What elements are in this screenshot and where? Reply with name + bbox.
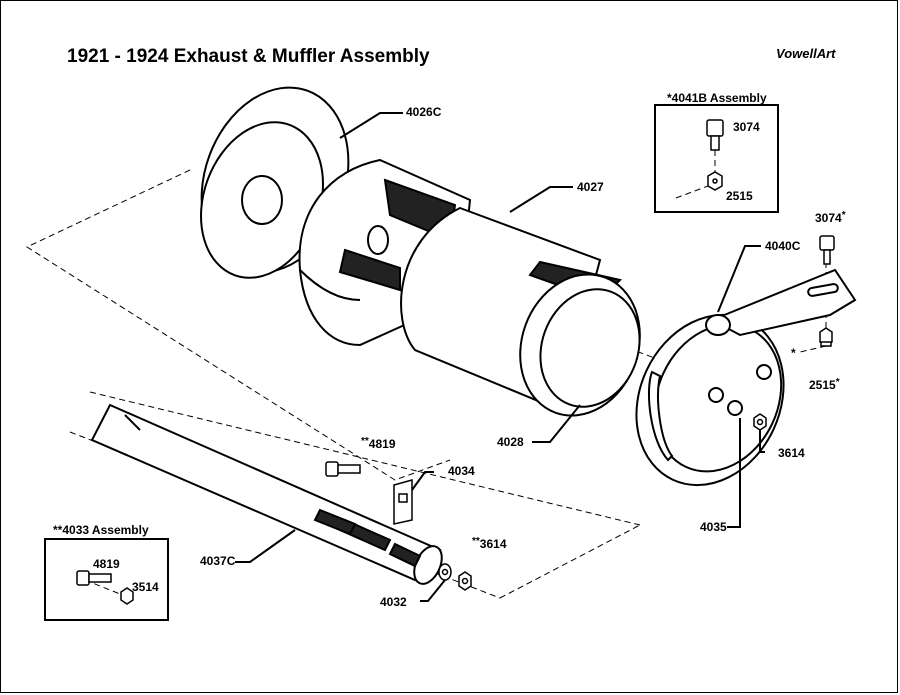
assembly-4033-nut <box>120 587 134 605</box>
part-label-4035: 4035 <box>700 520 727 534</box>
part-label-4027: 4027 <box>577 180 604 194</box>
clamp-4034 <box>393 479 413 525</box>
assembly-4041b-nut <box>707 171 723 191</box>
part-label-4037c: 4037C <box>200 554 236 568</box>
bracket-nut-2515 <box>819 327 833 347</box>
assembly-4033-bolt <box>76 570 112 586</box>
part-label-3074: 3074* <box>815 210 846 225</box>
back-plate-4040c <box>635 268 857 487</box>
assembly-4041b-bolt <box>706 119 724 151</box>
part-label-3614-tailpipe: **3614 <box>472 536 507 551</box>
part-label-3614: 3614 <box>778 446 805 460</box>
nut-3614 <box>753 413 767 431</box>
nut-3614-tailpipe <box>458 571 472 591</box>
part-mark-3074: * <box>841 210 846 221</box>
assembly-4041b-nut-label: 2515 <box>726 189 753 203</box>
part-label-2515: 2515* <box>809 377 840 392</box>
tail-pipe-4037c <box>90 403 443 585</box>
part-label-4040c: 4040C <box>765 239 801 253</box>
part-mark-2515: * <box>835 377 840 388</box>
brand-signature: VowellArt <box>776 46 836 61</box>
bracket-bolt-3074 <box>819 235 835 265</box>
assembly-4041b-bolt-label: 3074 <box>733 120 760 134</box>
assembly-4033-bolt-label: 4819 <box>93 557 120 571</box>
page-title: 1921 - 1924 Exhaust & Muffler Assembly <box>67 46 430 67</box>
part-mark-3614-tailpipe: ** <box>472 536 480 547</box>
outer-shell-4028 <box>400 206 641 417</box>
part-mark-star: * <box>791 346 796 360</box>
part-label-4028: 4028 <box>497 435 524 449</box>
part-label-4026c: 4026C <box>406 105 442 119</box>
part-label-4819: **4819 <box>361 436 396 451</box>
assembly-4033-nut-label: 3514 <box>132 580 159 594</box>
assembly-4033-title: **4033 Assembly <box>53 523 149 537</box>
assembly-4041b-box <box>654 104 779 213</box>
assembly-4033-box <box>44 538 169 621</box>
part-mark-4819: ** <box>361 436 369 447</box>
washer-4032 <box>438 563 452 581</box>
part-label-4032: 4032 <box>380 595 407 609</box>
part-label-4034: 4034 <box>448 464 475 478</box>
leader-lines <box>235 112 765 602</box>
assembly-4041b-title: *4041B Assembly <box>667 91 767 105</box>
bolt-4819 <box>325 461 361 477</box>
